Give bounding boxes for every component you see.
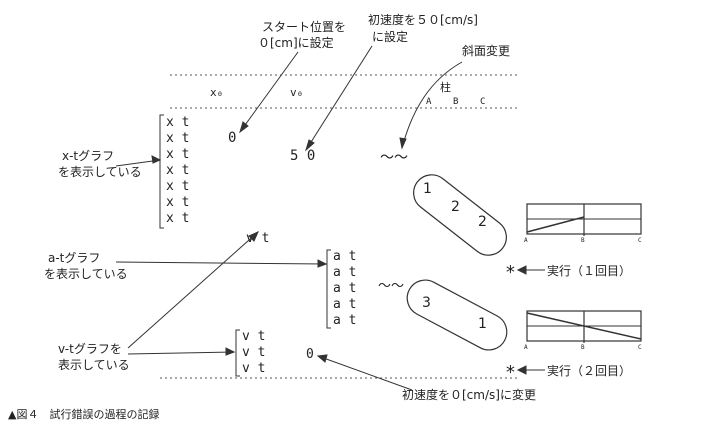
arrow-start-position [239, 51, 299, 133]
at-row: a t [333, 313, 356, 328]
slope-label-b: B [581, 237, 585, 244]
header-pillar-b: B [453, 97, 458, 107]
capsule-first-n2: 2 [451, 199, 460, 215]
annotation-start-position-1: スタート位置を [262, 19, 346, 34]
asterisk-run-1: * [505, 262, 516, 283]
xt-row: x t [166, 179, 189, 194]
arrow-head [305, 139, 315, 152]
xt-row: x t [166, 147, 189, 162]
arrow-head [516, 265, 527, 275]
annotation-xt-graph-1: x-tグラフ [62, 149, 114, 163]
vt-row: v t [242, 345, 265, 360]
vt-rows: v t v t v t [242, 329, 265, 376]
figure-caption: ▲図４ 試行錯誤の過程の記録 [8, 408, 160, 421]
header-x0: x₀ [210, 86, 223, 99]
annotation-initial-velocity-2: に設定 [372, 29, 408, 44]
annotation-vt-graph-1: v-tグラフを [58, 342, 122, 356]
arrow-at-graph [115, 261, 327, 265]
at-rows: a t a t a t a t a t [333, 249, 356, 328]
vt-bracket [235, 329, 240, 377]
annotation-initial-velocity-1: 初速度を５０[cm/s] [368, 12, 478, 27]
annotation-run-2: 実行（２回目） [547, 363, 631, 378]
annotation-at-graph-2: を表示している [44, 267, 128, 281]
capsule-second: 3 1 [406, 279, 508, 351]
at-row: a t [333, 297, 356, 312]
annotation-run-1: 実行（１回目） [547, 263, 631, 278]
slope-line [526, 312, 642, 340]
slope-label-c: C [638, 237, 642, 244]
arrow-initial-velocity-zero [317, 355, 413, 391]
arrow-head [316, 354, 328, 363]
arrow-head [516, 365, 527, 375]
at-row: a t [333, 249, 356, 264]
x0-value: 0 [228, 130, 236, 146]
arrows [115, 45, 545, 391]
arrow-vt-line [127, 231, 259, 349]
capsule-first-n3: 2 [478, 214, 487, 230]
dash-marks: ～～ [380, 150, 408, 166]
capsule-outline [413, 174, 507, 256]
arrow-head [248, 231, 259, 242]
header-v0: v₀ [290, 86, 303, 99]
arrow-head [399, 137, 407, 150]
header-pillar-a: A [426, 97, 432, 107]
v0-value: 5 0 [290, 148, 315, 164]
separator-lines [160, 74, 520, 379]
slope-diagram-first: A B C [524, 203, 642, 244]
vt-row: v t [242, 361, 265, 376]
at-row: a t [333, 265, 356, 280]
arrow-head [151, 155, 162, 164]
asterisk-run-2: * [505, 362, 516, 383]
xt-row: x t [166, 115, 189, 130]
annotation-vt-graph-2: 表示している [58, 358, 130, 372]
arrow-vt-graph [127, 351, 235, 355]
arrow-head [225, 347, 236, 356]
arrow-initial-velocity [305, 45, 373, 151]
header-pillar: 柱 [440, 80, 451, 94]
slope-label-c: C [638, 344, 642, 351]
slope-line [526, 216, 585, 233]
xt-bracket [159, 114, 164, 229]
vt-row: v t [242, 329, 265, 344]
annotation-start-position-2: ０[cm]に設定 [258, 35, 334, 50]
xt-row: x t [166, 163, 189, 178]
arrow-head [317, 259, 328, 268]
at-bracket [326, 249, 331, 329]
slope-diagram-second: A B C [524, 310, 642, 351]
annotation-initial-velocity-zero: 初速度を０[cm/s]に変更 [402, 387, 536, 402]
slope-label-a: A [524, 344, 528, 351]
arrow-slope-change [401, 61, 463, 149]
v0-zero-value: 0 [306, 347, 314, 362]
at-marks: ～～ [378, 279, 404, 294]
capsule-first-n1: 1 [423, 181, 432, 197]
at-row: a t [333, 281, 356, 296]
header-pillar-c: C [480, 97, 485, 107]
capsule-second-n2: 1 [478, 316, 487, 332]
annotation-xt-graph-2: を表示している [58, 165, 142, 179]
capsule-outline [406, 279, 508, 351]
xt-row: x t [166, 131, 189, 146]
arrow-head [239, 121, 249, 134]
xt-row: x t [166, 211, 189, 226]
xt-rows: x t x t x t x t x t x t x t [166, 115, 189, 226]
capsule-first: 1 2 2 [413, 174, 507, 256]
annotation-slope-change: 斜面変更 [462, 43, 510, 58]
slope-label-a: A [524, 237, 528, 244]
slope-label-b: B [581, 344, 585, 351]
capsule-second-n1: 3 [422, 295, 431, 311]
annotation-at-graph-1: a-tグラフ [48, 251, 100, 265]
xt-row: x t [166, 195, 189, 210]
